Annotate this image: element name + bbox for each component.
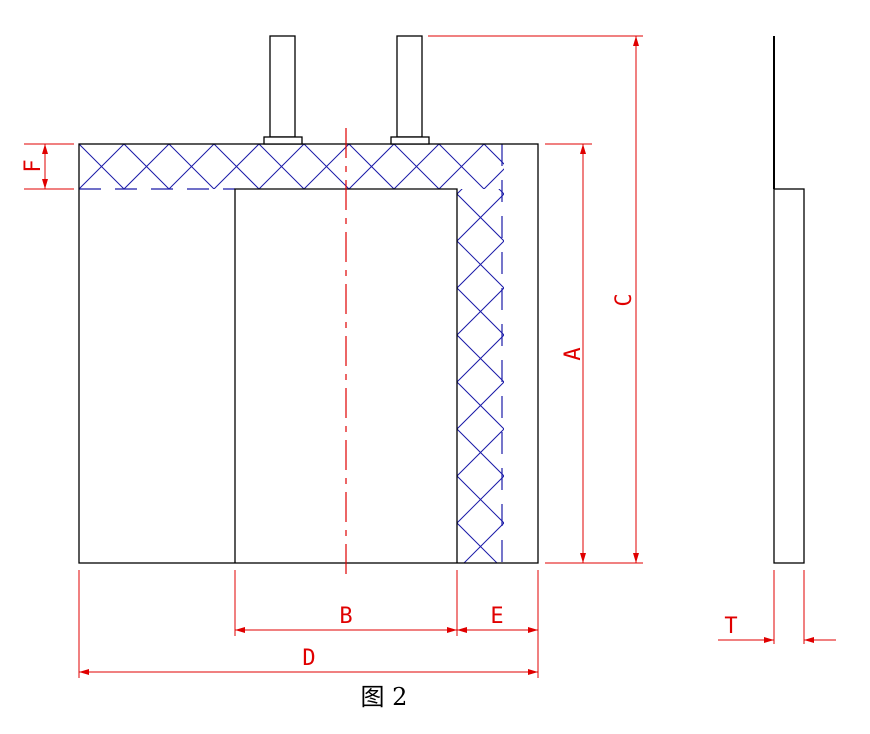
dim-label-f: F <box>21 159 46 172</box>
figure-caption: 图 2 <box>361 683 408 711</box>
dim-label-d: D <box>302 646 315 671</box>
battery-outline <box>78 143 539 564</box>
top-seal-hatch <box>79 144 504 189</box>
dim-label-a: A <box>561 347 586 360</box>
dim-label-c: C <box>612 293 637 306</box>
dimensions <box>24 35 836 678</box>
side-view <box>773 36 805 564</box>
side-seal-hatch <box>457 189 504 563</box>
tab-left <box>263 35 303 145</box>
dim-label-t: T <box>724 614 737 639</box>
front-view <box>78 35 539 580</box>
side-view-body <box>773 188 805 564</box>
dim-label-e: E <box>490 604 503 629</box>
tab-right <box>390 35 430 145</box>
dim-label-b: B <box>339 604 352 629</box>
